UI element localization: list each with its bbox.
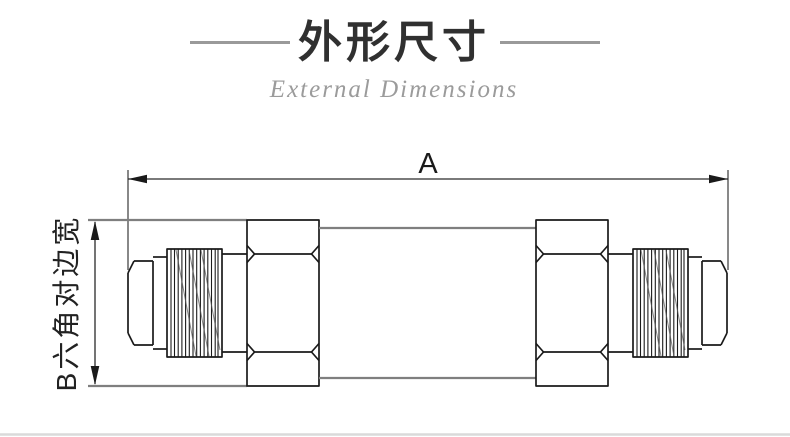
dimension-a: A <box>127 148 729 270</box>
page-title: 外形尺寸 <box>298 18 490 67</box>
hex-corner-chevron <box>310 244 320 264</box>
hex-corner-chevron <box>599 244 609 264</box>
center-body <box>319 226 536 380</box>
right-thread-shading <box>640 249 686 357</box>
dim-b-label: B六角对边宽 <box>51 215 82 392</box>
page-subtitle: External Dimensions <box>269 76 518 103</box>
hex-corner-chevron <box>246 342 256 362</box>
right-flare-nose <box>688 256 728 350</box>
page-header: 外形尺寸 External Dimensions <box>190 18 600 103</box>
right-thread-lines <box>636 249 685 357</box>
hex-corner-chevron <box>310 342 320 362</box>
dim-a-arrow-left <box>128 174 147 184</box>
hex-corner-chevron <box>599 342 609 362</box>
left-hex-nut <box>246 219 320 387</box>
hex-corner-chevron <box>535 244 545 264</box>
right-thread <box>608 248 689 358</box>
hex-corner-chevron <box>246 244 256 264</box>
dimension-b: B六角对边宽 <box>51 215 247 392</box>
dim-b-arrow-top <box>90 221 100 240</box>
right-hex-nut <box>535 219 609 387</box>
dim-b-arrow-bottom <box>90 366 100 385</box>
left-thread <box>166 248 247 358</box>
dim-a-label: A <box>418 148 438 180</box>
left-thread-shading <box>175 249 221 357</box>
hex-corner-chevron <box>535 342 545 362</box>
dim-a-arrow-right <box>709 174 728 184</box>
left-flare-nose <box>127 256 167 350</box>
